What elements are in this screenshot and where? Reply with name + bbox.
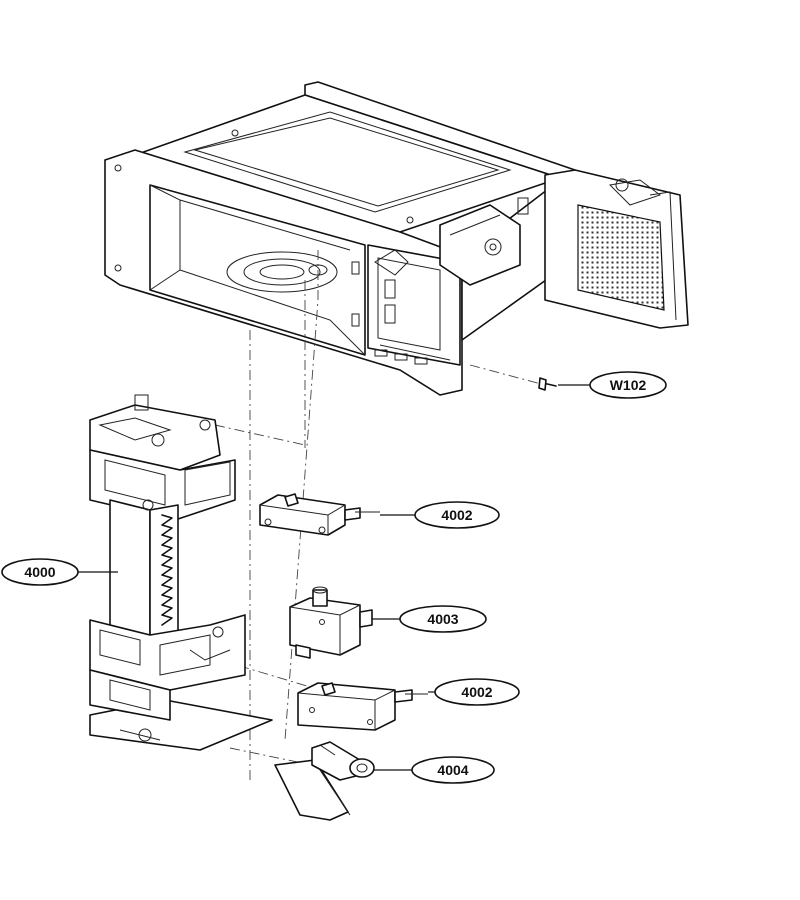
callout-label: 4000	[24, 564, 55, 580]
rear-vent-panel	[544, 169, 689, 329]
callout-4002-upper: 4002	[380, 501, 500, 529]
callout-w102: W102	[558, 371, 667, 399]
latch-rack-teeth	[161, 514, 173, 626]
callout-label: 4004	[437, 762, 468, 778]
callout-4000: 4000	[1, 558, 118, 586]
callout-label: W102	[610, 377, 647, 393]
screw-w102	[538, 377, 557, 391]
callout-label: 4002	[461, 684, 492, 700]
door-lever-4004	[274, 741, 375, 821]
callout-label: 4002	[441, 507, 472, 523]
callout-4004: 4004	[374, 756, 495, 784]
micro-switch-4002-upper	[259, 493, 380, 536]
assembly-guide-lines	[214, 250, 546, 780]
turntable-motor	[439, 204, 521, 286]
micro-switch-4003	[289, 586, 373, 659]
micro-switch-4002-lower	[297, 682, 428, 731]
latch-board-4000	[89, 394, 273, 751]
microwave-cavity-assembly	[104, 81, 689, 396]
callout-4003: 4003	[372, 605, 487, 633]
callout-4002-lower: 4002	[428, 678, 520, 706]
callout-label: 4003	[427, 611, 458, 627]
